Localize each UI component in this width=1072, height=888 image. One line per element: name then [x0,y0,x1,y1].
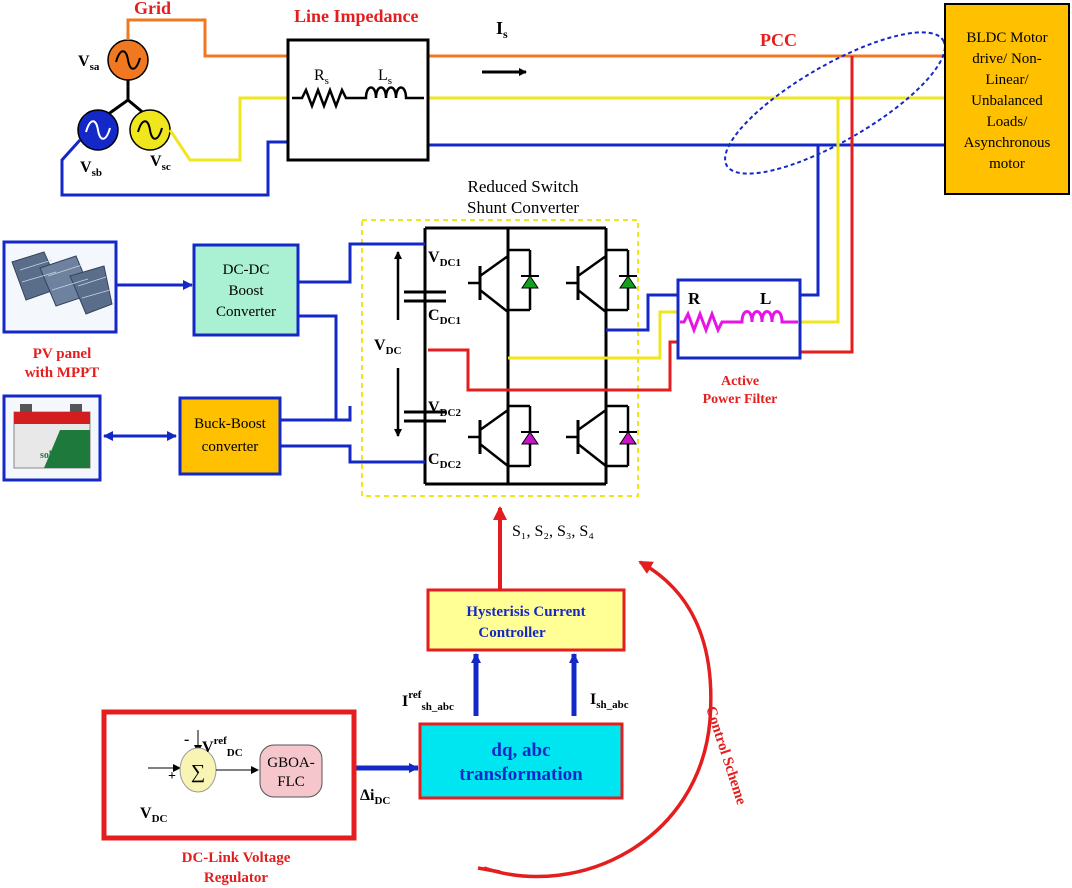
control-scheme-label: Control Scheme [702,704,749,807]
load-box-line-2: drive/ Non- [972,51,1042,67]
vdc2-label: VDC2 [428,399,461,419]
apf-l-label: L [760,289,771,308]
battery-icon: sole [13,404,91,469]
buckboost-box: Buck-Boost converter [178,396,282,476]
capacitor-dc1-icon [404,290,446,303]
converter-title-line-1: Reduced Switch [468,177,579,196]
regulator-vdc-label: VDC [140,805,168,825]
vdc1-label: VDC1 [428,249,461,269]
delta-idc-label: ΔiDC [360,787,390,807]
phase-c-label: Vsc [150,153,171,173]
flc-line-2: FLC [277,774,305,790]
igbt-switch-3-icon [468,404,539,468]
pv-panel: PV panel with MPPT [2,240,118,381]
apf-caption-line-2: Power Filter [703,392,778,407]
active-power-filter: R L Active Power Filter [676,278,802,407]
dc-link-regulator: ∑ GBOA- FLC - + VrefDC VDC DC-Link Volta… [101,709,357,886]
apf-wires [800,56,854,354]
iref-label: Irefsh_abc [402,689,454,713]
apf-r-label: R [688,289,701,308]
buckboost-line-2: converter [202,439,259,455]
load-box-line-4: Unbalanced [971,93,1043,109]
dcdc-boost-box: DC-DC Boost Converter [192,243,300,337]
line-impedance: Line Impedance Rs Ls [286,6,430,162]
hysteresis-line-1: Hysterisis Current [466,604,585,620]
dc-source-wires [280,242,425,464]
line-impedance-title: Line Impedance [294,6,419,26]
line-resistor-icon [292,86,360,110]
minus-sign: - [184,731,189,748]
grid-sources: Grid Vsa Vsb Vsc [77,0,171,179]
phase-b-source-icon [77,109,119,151]
hysteresis-controller-box: Hysterisis Current Controller [426,588,626,652]
apf-resistor-icon [680,309,740,335]
cdc2-label: CDC2 [428,451,461,471]
ish-label: Ish_abc [590,691,629,711]
phase-a-label: Vsa [78,53,100,73]
load-box-line-3: Linear/ [985,72,1029,88]
dq-abc-transformation-box: dq, abc transformation [418,722,624,800]
pcc-label: PCC [760,30,797,50]
dcdc-line-3: Converter [216,304,276,320]
cdc1-label: CDC1 [428,307,461,327]
line-inductor-icon [360,86,424,100]
load-box-line-7: motor [989,156,1025,172]
apf-inductor-icon [740,310,798,324]
control-scheme-arc [483,560,713,879]
load-box: BLDC Motor drive/ Non- Linear/ Unbalance… [944,3,1070,195]
converter-title-line-2: Shunt Converter [467,198,579,217]
battery: sole [2,394,102,482]
dq-line-2: transformation [459,764,583,785]
line-resistor-label: Rs [314,67,329,87]
source-current-label: Is [496,18,508,41]
gboa-flc-block [259,744,323,798]
pcc-ellipse [724,31,946,175]
control-scheme-arc-tail [477,866,501,874]
buckboost-line-1: Buck-Boost [194,416,267,432]
load-box-line-5: Loads/ [987,114,1029,130]
dq-line-1: dq, abc [491,740,550,761]
pv-label-line-1: PV panel [33,346,91,362]
vref-dc-label: VrefDC [202,735,243,759]
igbt-switch-4-icon [566,404,637,468]
load-box-line-1: BLDC Motor [966,30,1047,46]
battery-brand: sole [40,450,57,461]
grid-wires [60,18,945,197]
igbt-switch-1-icon [468,248,539,313]
shunt-converter: Reduced Switch Shunt Converter [361,177,639,497]
capacitor-dc2-icon [404,410,446,423]
phase-b-label: Vsb [80,159,102,179]
pv-label-line-2: with MPPT [25,365,100,381]
phase-c-source-icon [129,109,171,151]
hysteresis-line-2: Controller [478,625,546,641]
regulator-caption-line-2: Regulator [204,870,268,886]
load-box-line-6: Asynchronous [964,135,1051,151]
vdc-label: VDC [374,337,402,357]
converter-output-wires [428,293,678,392]
solar-panel-icon [11,251,113,315]
apf-caption-line-1: Active [721,374,759,389]
sigma-symbol: ∑ [191,761,205,783]
dcdc-line-1: DC-DC [223,262,270,278]
grid-title: Grid [134,0,171,18]
plus-sign: + [168,769,176,784]
igbt-switch-2-icon [566,248,637,313]
dcdc-line-2: Boost [228,283,264,299]
switch-signals-label: S₁, S₂, S₃, S₄ [512,523,594,540]
flc-line-1: GBOA- [267,755,315,771]
line-inductor-label: Ls [378,67,392,87]
phase-a-source-icon [107,39,149,81]
regulator-caption-line-1: DC-Link Voltage [182,850,291,866]
